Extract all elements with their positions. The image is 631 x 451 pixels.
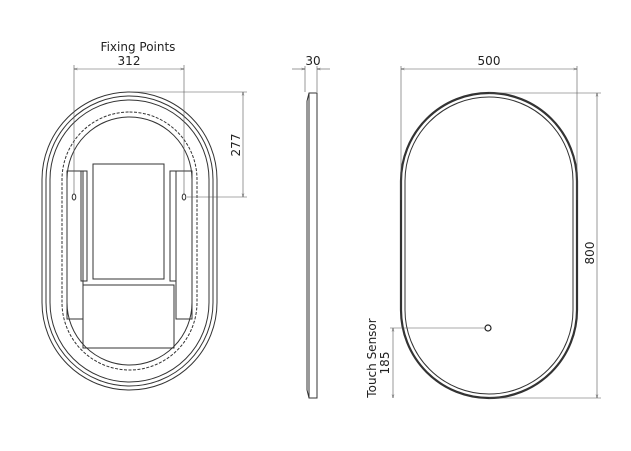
- led-strip: [61, 111, 198, 371]
- left-bracket: [66, 170, 84, 320]
- fixing-width-value: 312: [118, 54, 141, 68]
- left-fixing-hole: [71, 193, 77, 201]
- frame-inner-edge: [45, 95, 214, 387]
- width-value: 500: [478, 54, 501, 68]
- side-view: 30: [292, 54, 330, 399]
- right-fixing-hole: [181, 193, 187, 201]
- front-view: Fixing Points 312 277: [41, 40, 247, 391]
- outer-frame: [41, 91, 218, 391]
- mirror-glass: [404, 96, 574, 395]
- touch-sensor-icon: [484, 324, 492, 332]
- frame-edge: [49, 99, 210, 383]
- height-value: 800: [583, 242, 597, 265]
- right-bracket-rail: [169, 170, 177, 282]
- sensor-height-value: 185: [378, 352, 392, 375]
- touch-sensor-label: Touch Sensor: [365, 318, 379, 398]
- fixing-points-label: Fixing Points: [101, 40, 176, 54]
- fixing-height-value: 277: [229, 134, 243, 157]
- glass-edge: [66, 116, 193, 366]
- face-view: 500 800 185 Touch Sensor: [365, 54, 601, 400]
- depth-value: 30: [305, 54, 320, 68]
- mirror-outline: [399, 91, 579, 400]
- driver-box: [92, 163, 165, 280]
- left-bracket-rail: [80, 170, 88, 282]
- mounting-plate: [82, 284, 175, 349]
